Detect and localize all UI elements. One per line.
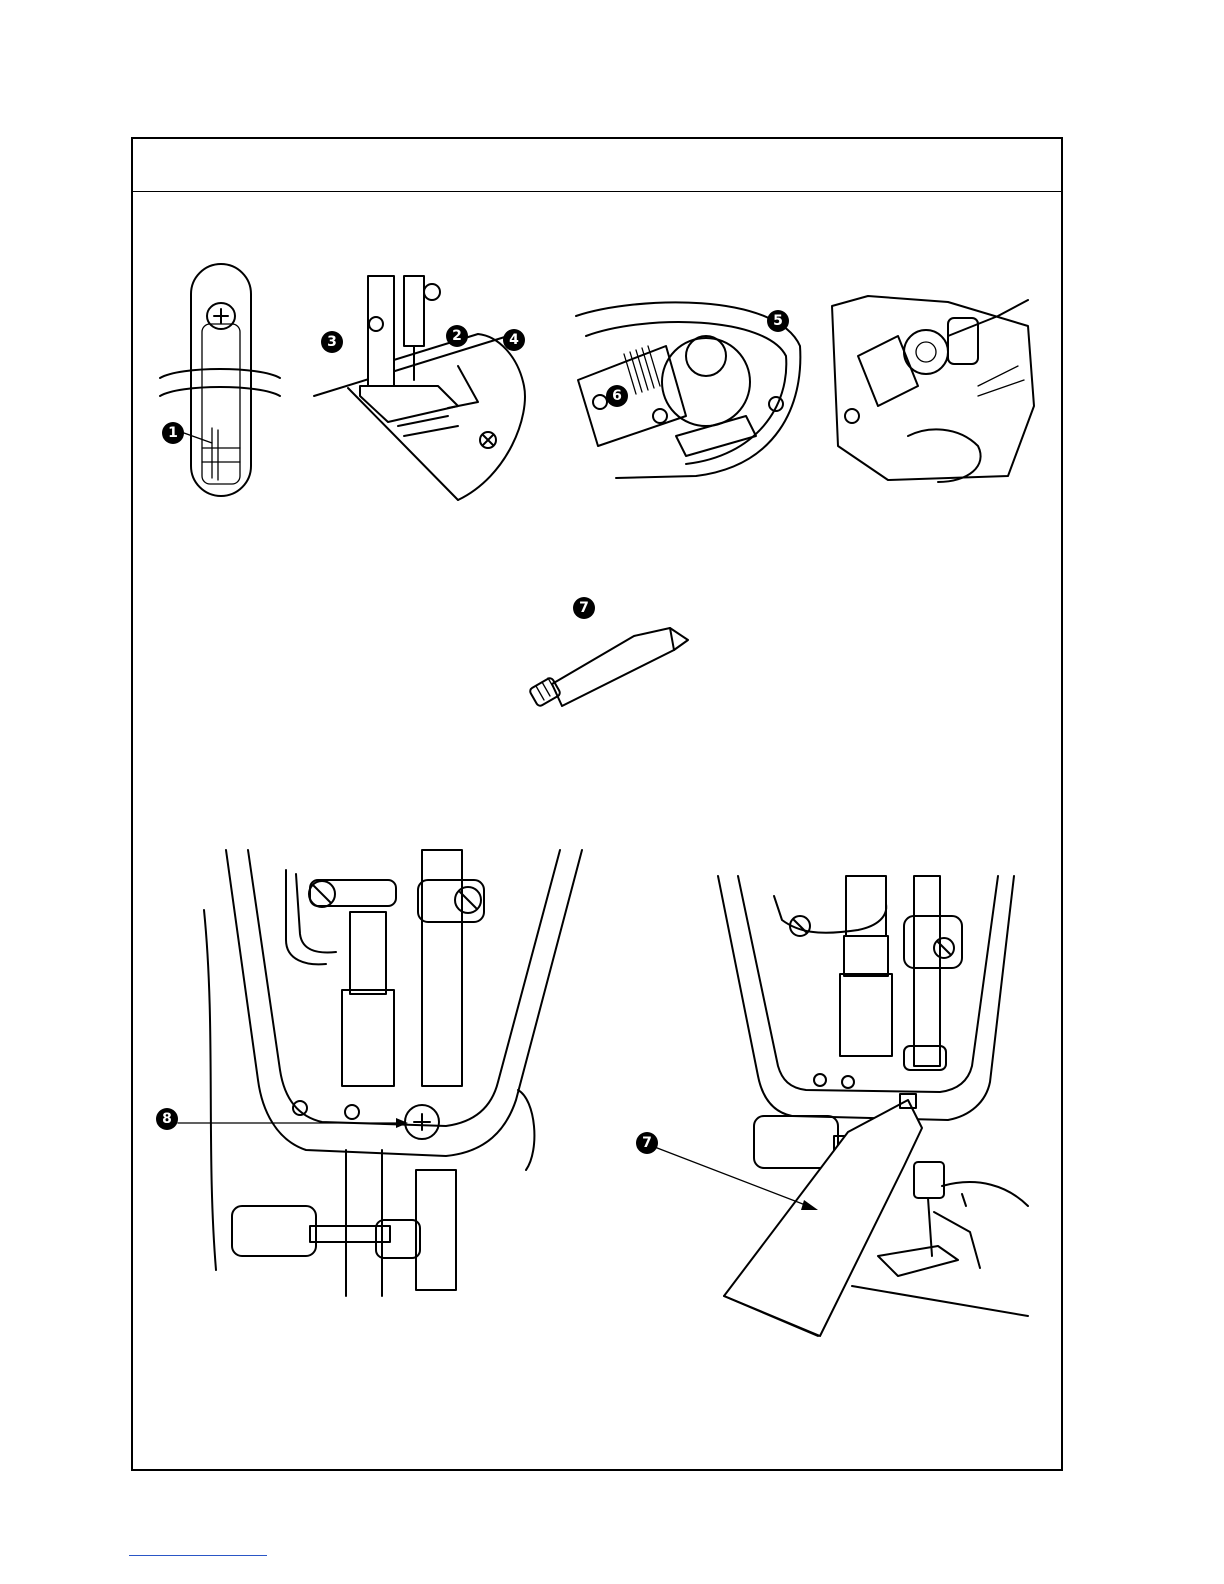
face-plate-figure [196, 850, 588, 1296]
oil-gauge-window-figure [160, 258, 280, 498]
callout-6: 6 [606, 385, 628, 407]
grease-tube-figure [524, 616, 692, 708]
callout-8: 8 [156, 1108, 178, 1130]
grease-application-figure [708, 876, 1028, 1340]
callout-3: 3 [321, 331, 343, 353]
footer-link-underline [129, 1555, 267, 1556]
face-plate-screw-icon [196, 850, 588, 1296]
oil-gauge-window-icon [160, 258, 280, 498]
grease-tube-icon [524, 616, 692, 708]
callout-8-leader [178, 1118, 408, 1128]
grease-application-icon [708, 876, 1028, 1340]
header-band [133, 139, 1061, 192]
callout-4: 4 [503, 329, 525, 351]
needle-presser-figure [308, 276, 530, 500]
callout-1: 1 [162, 422, 184, 444]
callout-7-top: 7 [573, 597, 595, 619]
callout-7-bottom: 7 [636, 1132, 658, 1154]
bobbin-area-figure [828, 296, 1036, 482]
callout-7-leader [652, 1142, 818, 1212]
callout-2: 2 [446, 325, 468, 347]
bobbin-case-area-icon [828, 296, 1036, 482]
needle-presser-foot-icon [308, 276, 530, 500]
callout-5: 5 [767, 310, 789, 332]
